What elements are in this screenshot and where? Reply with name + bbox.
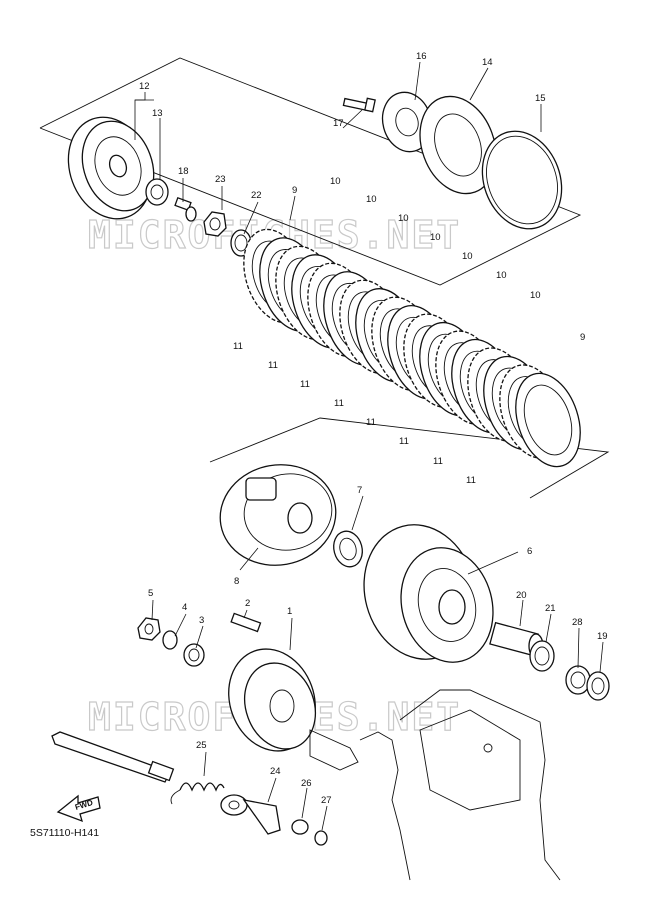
callout-3: 3 — [199, 615, 204, 626]
diagram-code: 5S71110-H141 — [30, 827, 99, 839]
callout-21: 21 — [545, 603, 556, 614]
callout-10-6: 10 — [496, 270, 507, 281]
callout-9-bottom: 9 — [580, 332, 585, 343]
callout-23: 23 — [215, 174, 226, 185]
washer-26 — [291, 819, 309, 835]
return-spring-25 — [170, 782, 225, 805]
clutch-plate-stack — [243, 228, 581, 468]
callout-10-1: 10 — [330, 176, 341, 187]
callout-19: 19 — [597, 631, 608, 642]
callout-25: 25 — [196, 740, 207, 751]
callout-28: 28 — [572, 617, 583, 628]
fwd-arrow-icon: FWD — [56, 794, 101, 823]
primary-drive-gear-1 — [228, 648, 316, 752]
callout-26: 26 — [301, 778, 312, 789]
callout-20: 20 — [516, 590, 527, 601]
plate-inner-edge — [523, 384, 573, 456]
callout-11-8: 11 — [466, 475, 476, 486]
callout-11-5: 11 — [366, 417, 376, 428]
callout-10-5: 10 — [462, 251, 473, 262]
callout-15: 15 — [535, 93, 546, 104]
callout-16: 16 — [416, 51, 427, 62]
callout-27: 27 — [321, 795, 332, 806]
callout-6: 6 — [527, 546, 532, 557]
callout-11-2: 11 — [268, 360, 278, 371]
push-rod-18 — [174, 197, 197, 222]
wire-ring-15 — [481, 130, 563, 230]
callout-17: 17 — [333, 118, 344, 129]
bearing-13 — [145, 178, 169, 206]
nut-23 — [203, 211, 227, 237]
group-frame-middle — [209, 417, 610, 499]
callout-11-1: 11 — [233, 341, 243, 352]
plate-14 — [419, 95, 497, 195]
callout-10-7: 10 — [530, 290, 541, 301]
needle-bearing-21 — [529, 640, 555, 672]
push-lever-24 — [220, 794, 281, 835]
callout-10-2: 10 — [366, 194, 377, 205]
callout-9-top: 9 — [292, 185, 297, 196]
leader-lines — [134, 61, 604, 831]
push-lever-shaft — [51, 731, 175, 783]
thrust-washer-7 — [333, 530, 363, 568]
callout-18: 18 — [178, 166, 189, 177]
callout-10-3: 10 — [398, 213, 409, 224]
callout-11-4: 11 — [334, 398, 344, 409]
callout-24: 24 — [270, 766, 281, 777]
callout-12: 12 — [139, 81, 150, 92]
callout-8: 8 — [234, 576, 239, 587]
bolt-17 — [342, 97, 376, 113]
callout-4: 4 — [182, 602, 187, 613]
callout-11-7: 11 — [433, 456, 443, 467]
circlip-27 — [314, 830, 328, 846]
nut-5 — [137, 617, 161, 641]
pressure-plate-12 — [67, 116, 155, 220]
callout-11-3: 11 — [300, 379, 310, 390]
callout-2: 2 — [245, 598, 250, 609]
callout-13: 13 — [152, 108, 163, 119]
callout-10-4: 10 — [430, 232, 441, 243]
clutch-plate — [515, 372, 581, 468]
callout-22: 22 — [251, 190, 262, 201]
callout-7: 7 — [357, 485, 362, 496]
lock-washer-4 — [162, 630, 178, 650]
woodruff-key-2 — [230, 612, 262, 633]
clutch-housing-6 — [363, 524, 494, 663]
clutch-boss-8 — [219, 464, 337, 566]
callout-11-6: 11 — [399, 436, 409, 447]
collar-3 — [183, 643, 205, 667]
spacer-28 — [565, 665, 591, 695]
washer-19 — [586, 671, 610, 701]
callout-1: 1 — [287, 606, 292, 617]
callout-labels: 12 13 18 23 22 9 17 16 14 15 10 10 10 10… — [139, 51, 608, 806]
group-frame-top — [39, 57, 582, 286]
callout-14: 14 — [482, 57, 493, 68]
crankcase-outline — [309, 689, 561, 881]
callout-5: 5 — [148, 588, 153, 599]
